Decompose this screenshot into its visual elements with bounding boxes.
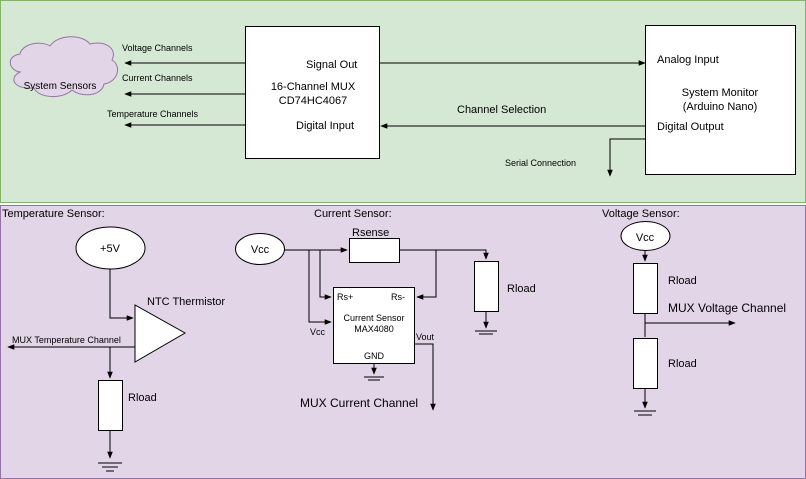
temperature-load-label: Rload: [128, 392, 157, 404]
voltage-sensor-title: Voltage Sensor:: [602, 208, 680, 220]
mux-name-line2: CD74HC4067: [279, 95, 347, 107]
mux-temperature-channel-label: MUX Temperature Channel: [12, 335, 121, 345]
monitor-digital-output-label: Digital Output: [657, 121, 724, 133]
current-vcc-label: Vcc: [251, 244, 270, 256]
rsense-label: Rsense: [352, 227, 389, 239]
rsense-to-load-wire: [400, 249, 489, 260]
monitor-analog-input-label: Analog Input: [657, 54, 719, 66]
rs-plus-label: Rs+: [337, 292, 353, 302]
mux-voltage-channel-label: MUX Voltage Channel: [668, 301, 786, 315]
temperature-ground-symbol: [98, 462, 122, 472]
supply-to-thermistor-wire: [109, 269, 134, 321]
max4080-chip: [333, 287, 415, 364]
temperature-load-resistor: [98, 380, 123, 431]
system-monitor-block: [645, 25, 796, 175]
ntc-thermistor-label: NTC Thermistor: [147, 296, 225, 308]
mux-block: [245, 26, 380, 159]
chip-name-line2: MAX4080: [354, 324, 394, 334]
ntc-thermistor-symbol: [134, 304, 187, 363]
current-sensor-title: Current Sensor:: [314, 208, 392, 220]
channel-selection-label: Channel Selection: [457, 104, 546, 116]
current-channels-label: Current Channels: [122, 73, 193, 83]
vcc-pin-label: Vcc: [310, 327, 326, 337]
chip-name-line1: Current Sensor: [343, 313, 404, 323]
voltage-channels-label: Voltage Channels: [122, 43, 193, 53]
voltage-ground-symbol: [634, 410, 656, 416]
gnd-pin-label: GND: [364, 351, 385, 361]
system-sensors-label: System Sensors: [24, 81, 97, 92]
voltage-bottom-load-label: Rload: [668, 358, 697, 370]
voltage-top-load-label: Rload: [668, 275, 697, 287]
rsplus-wire: [319, 250, 332, 300]
voltage-vcc-label: Vcc: [636, 232, 655, 244]
mux-digital-input-label: Digital Input: [296, 120, 354, 132]
current-load-label: Rload: [507, 283, 536, 295]
voltage-top-load-resistor: [633, 263, 658, 314]
vcc-pin-wire: [308, 250, 332, 325]
voltage-vcc-node: [620, 221, 671, 251]
vout-pin-label: Vout: [416, 332, 435, 342]
rsminus-wire: [416, 250, 437, 300]
current-load-resistor: [474, 261, 499, 312]
supply-5v-label: +5V: [100, 243, 121, 255]
temperature-sensor-title: Temperature Sensor:: [2, 208, 105, 220]
rsense-resistor: [349, 238, 400, 263]
rs-minus-label: Rs-: [391, 292, 405, 302]
monitor-name-line2: (Arduino Nano): [683, 101, 758, 113]
monitor-name-line1: System Monitor: [682, 87, 759, 99]
vout-wire: [414, 343, 436, 411]
serial-connection-arrow: [607, 138, 645, 177]
temperature-channels-label: Temperature Channels: [107, 109, 199, 119]
system-sensors-cloud: [9, 36, 119, 97]
mux-name-line1: 16-Channel MUX: [271, 81, 356, 93]
chip-ground-symbol: [364, 376, 384, 381]
serial-connection-label: Serial Connection: [505, 158, 576, 168]
mux-current-channel-label: MUX Current Channel: [300, 396, 418, 410]
voltage-bottom-load-resistor: [633, 338, 658, 389]
current-vcc-node: [235, 233, 285, 265]
mux-signal-out-label: Signal Out: [306, 59, 357, 71]
current-load-ground-symbol: [475, 330, 497, 335]
